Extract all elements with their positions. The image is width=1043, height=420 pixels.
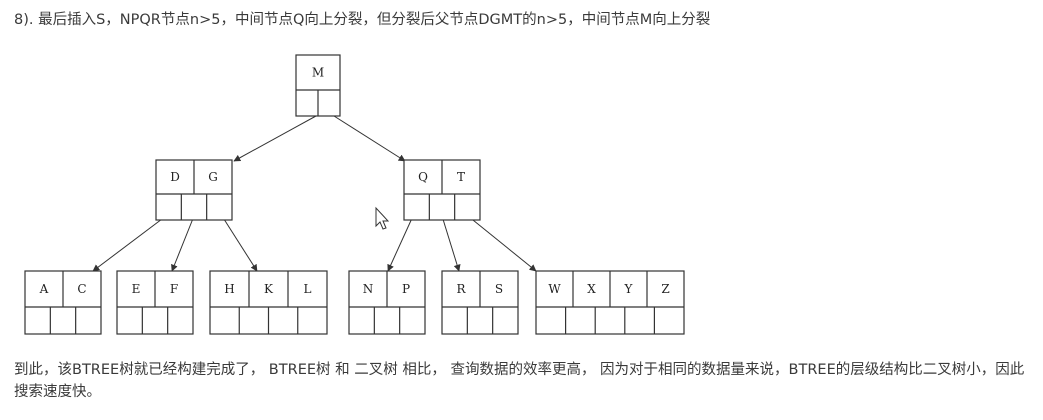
node-key: W <box>548 282 561 296</box>
node-key: Z <box>661 282 669 296</box>
node-key: Q <box>418 170 428 184</box>
edge-dg-ef <box>171 215 195 272</box>
node-key: M <box>312 66 324 80</box>
node-key: C <box>77 282 86 296</box>
node-key: Y <box>624 282 634 296</box>
node-key: N <box>363 282 374 296</box>
node-key: H <box>224 282 234 296</box>
mouse-pointer-icon <box>375 206 390 230</box>
node-key: L <box>304 282 312 296</box>
node-key: S <box>495 282 503 296</box>
edge-qt-rs <box>441 215 461 272</box>
edge-qt-np <box>387 215 414 272</box>
node-key: F <box>170 282 178 296</box>
node-key: T <box>457 170 465 184</box>
node-key: A <box>39 282 49 296</box>
node-key: D <box>170 170 180 184</box>
edge-qt-wxyz <box>467 215 537 272</box>
node-key: G <box>208 170 218 184</box>
tree-edges <box>92 115 537 272</box>
edge-root-left <box>233 115 317 162</box>
node-key: E <box>132 282 141 296</box>
conclusion-text: 到此，该BTREE树就已经构建完成了， BTREE树 和 二叉树 相比， 查询数… <box>14 362 1025 400</box>
edge-dg-hkl <box>221 215 258 272</box>
node-key: R <box>456 282 466 296</box>
node-key: P <box>402 282 410 296</box>
leaf-wxyz: W X Y Z <box>535 270 685 335</box>
edge-dg-ac <box>92 215 167 272</box>
step-description: 8). 最后插入S，NPQR节点n>5，中间节点Q向上分裂，但分裂后父节点DGM… <box>14 12 711 28</box>
node-key: K <box>264 282 274 296</box>
node-root: M <box>295 54 341 117</box>
edge-root-right <box>333 115 406 162</box>
node-key: X <box>587 282 596 296</box>
